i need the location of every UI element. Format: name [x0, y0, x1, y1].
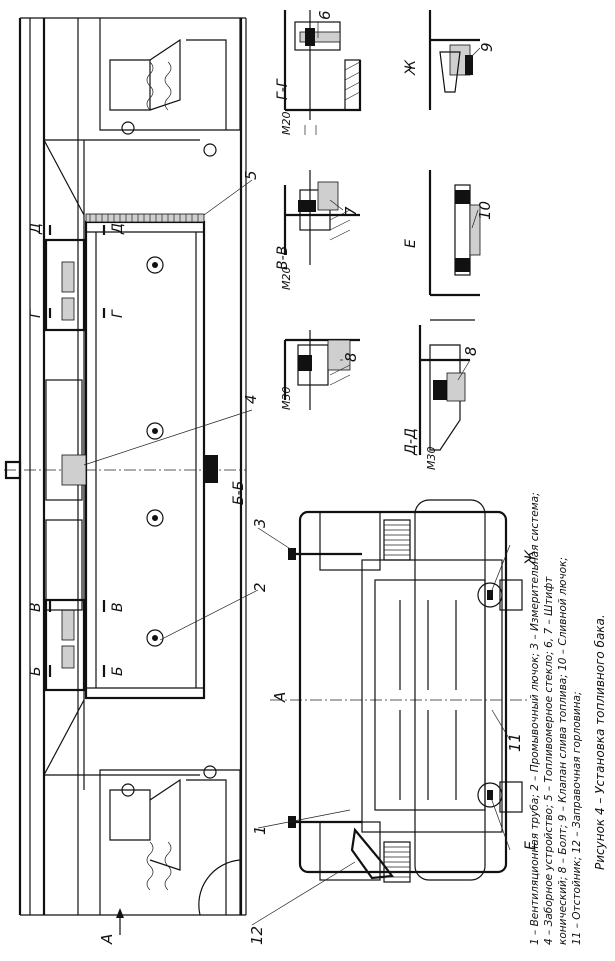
mark-g-2: Г — [110, 309, 126, 318]
mark-d-1: Д — [28, 223, 44, 235]
callout-11: 11 — [506, 733, 524, 752]
callout-3: 3 — [251, 518, 269, 528]
callout-7: 7 — [342, 206, 360, 216]
mark-v-1: В — [28, 602, 44, 612]
cross-section-a — [270, 499, 530, 883]
legend-line-4: 11 – Отстойник; 12 – Заправочная горлови… — [571, 692, 583, 946]
mark-b-2: Б — [110, 666, 126, 676]
section-bb-title: Б-Б — [231, 481, 247, 505]
view-a-label: А — [98, 934, 116, 945]
main-plan-view — [4, 17, 247, 935]
callout-9: 9 — [478, 42, 496, 52]
detail-e-title: Е — [403, 239, 419, 248]
callout-4: 4 — [242, 394, 260, 404]
section-bb — [283, 330, 360, 410]
section-a-label: А — [271, 692, 289, 703]
callout-2: 2 — [251, 582, 269, 592]
dim-m20-a: М20 — [280, 112, 293, 136]
legend-line-1: 1 – Вентиляционная труба; 2 – Промывочны… — [529, 492, 541, 945]
detail-e-mark: Е — [523, 841, 539, 850]
section-gg-title: Г-Г — [275, 78, 291, 100]
bogie-bottom — [43, 699, 241, 916]
bogie-top — [43, 18, 241, 216]
callout-8a: 8 — [342, 352, 360, 362]
callout-10: 10 — [476, 201, 494, 220]
section-gg — [283, 10, 362, 135]
labels: А А Г-Г В-В Д-Д Ж Е Б-Б Ж Е Б Б В В Г Г … — [28, 10, 607, 945]
detail-zh-title: Ж — [403, 59, 419, 76]
dim-m30-a: М30 — [280, 387, 293, 411]
section-dd — [418, 319, 475, 455]
dim-m20-b: М20 — [280, 267, 293, 291]
section-vv — [283, 170, 360, 265]
legend-line-2: 4 – Заборное устройство; 5 – Топливомерн… — [543, 576, 555, 945]
section-dd-title: Д-Д — [403, 428, 419, 456]
detail-e — [428, 170, 481, 297]
leader-lines — [83, 22, 511, 926]
wash-hatch — [146, 256, 164, 647]
callout-12: 12 — [248, 926, 266, 945]
callout-5: 5 — [242, 170, 260, 180]
callout-6: 6 — [316, 10, 334, 20]
figure-caption: Рисунок 4 – Установка топливного бака. — [593, 614, 607, 870]
legend-line-3: конический; 8 – Болт; 9 – Клапан слива т… — [557, 557, 569, 945]
callout-8b: 8 — [462, 346, 480, 356]
section-vv-title: В-В — [275, 246, 291, 270]
mark-d-2: Д — [110, 223, 126, 235]
mounting-brackets — [44, 238, 86, 692]
detail-zh — [428, 10, 480, 110]
grille — [383, 519, 411, 883]
mark-b-1: Б — [28, 666, 44, 676]
dim-m30-b: М30 — [425, 447, 438, 471]
mark-g-1: Г — [28, 309, 44, 318]
mark-v-2: В — [110, 602, 126, 612]
callout-1: 1 — [251, 825, 269, 835]
detail-zh-mark: Ж — [523, 549, 539, 566]
